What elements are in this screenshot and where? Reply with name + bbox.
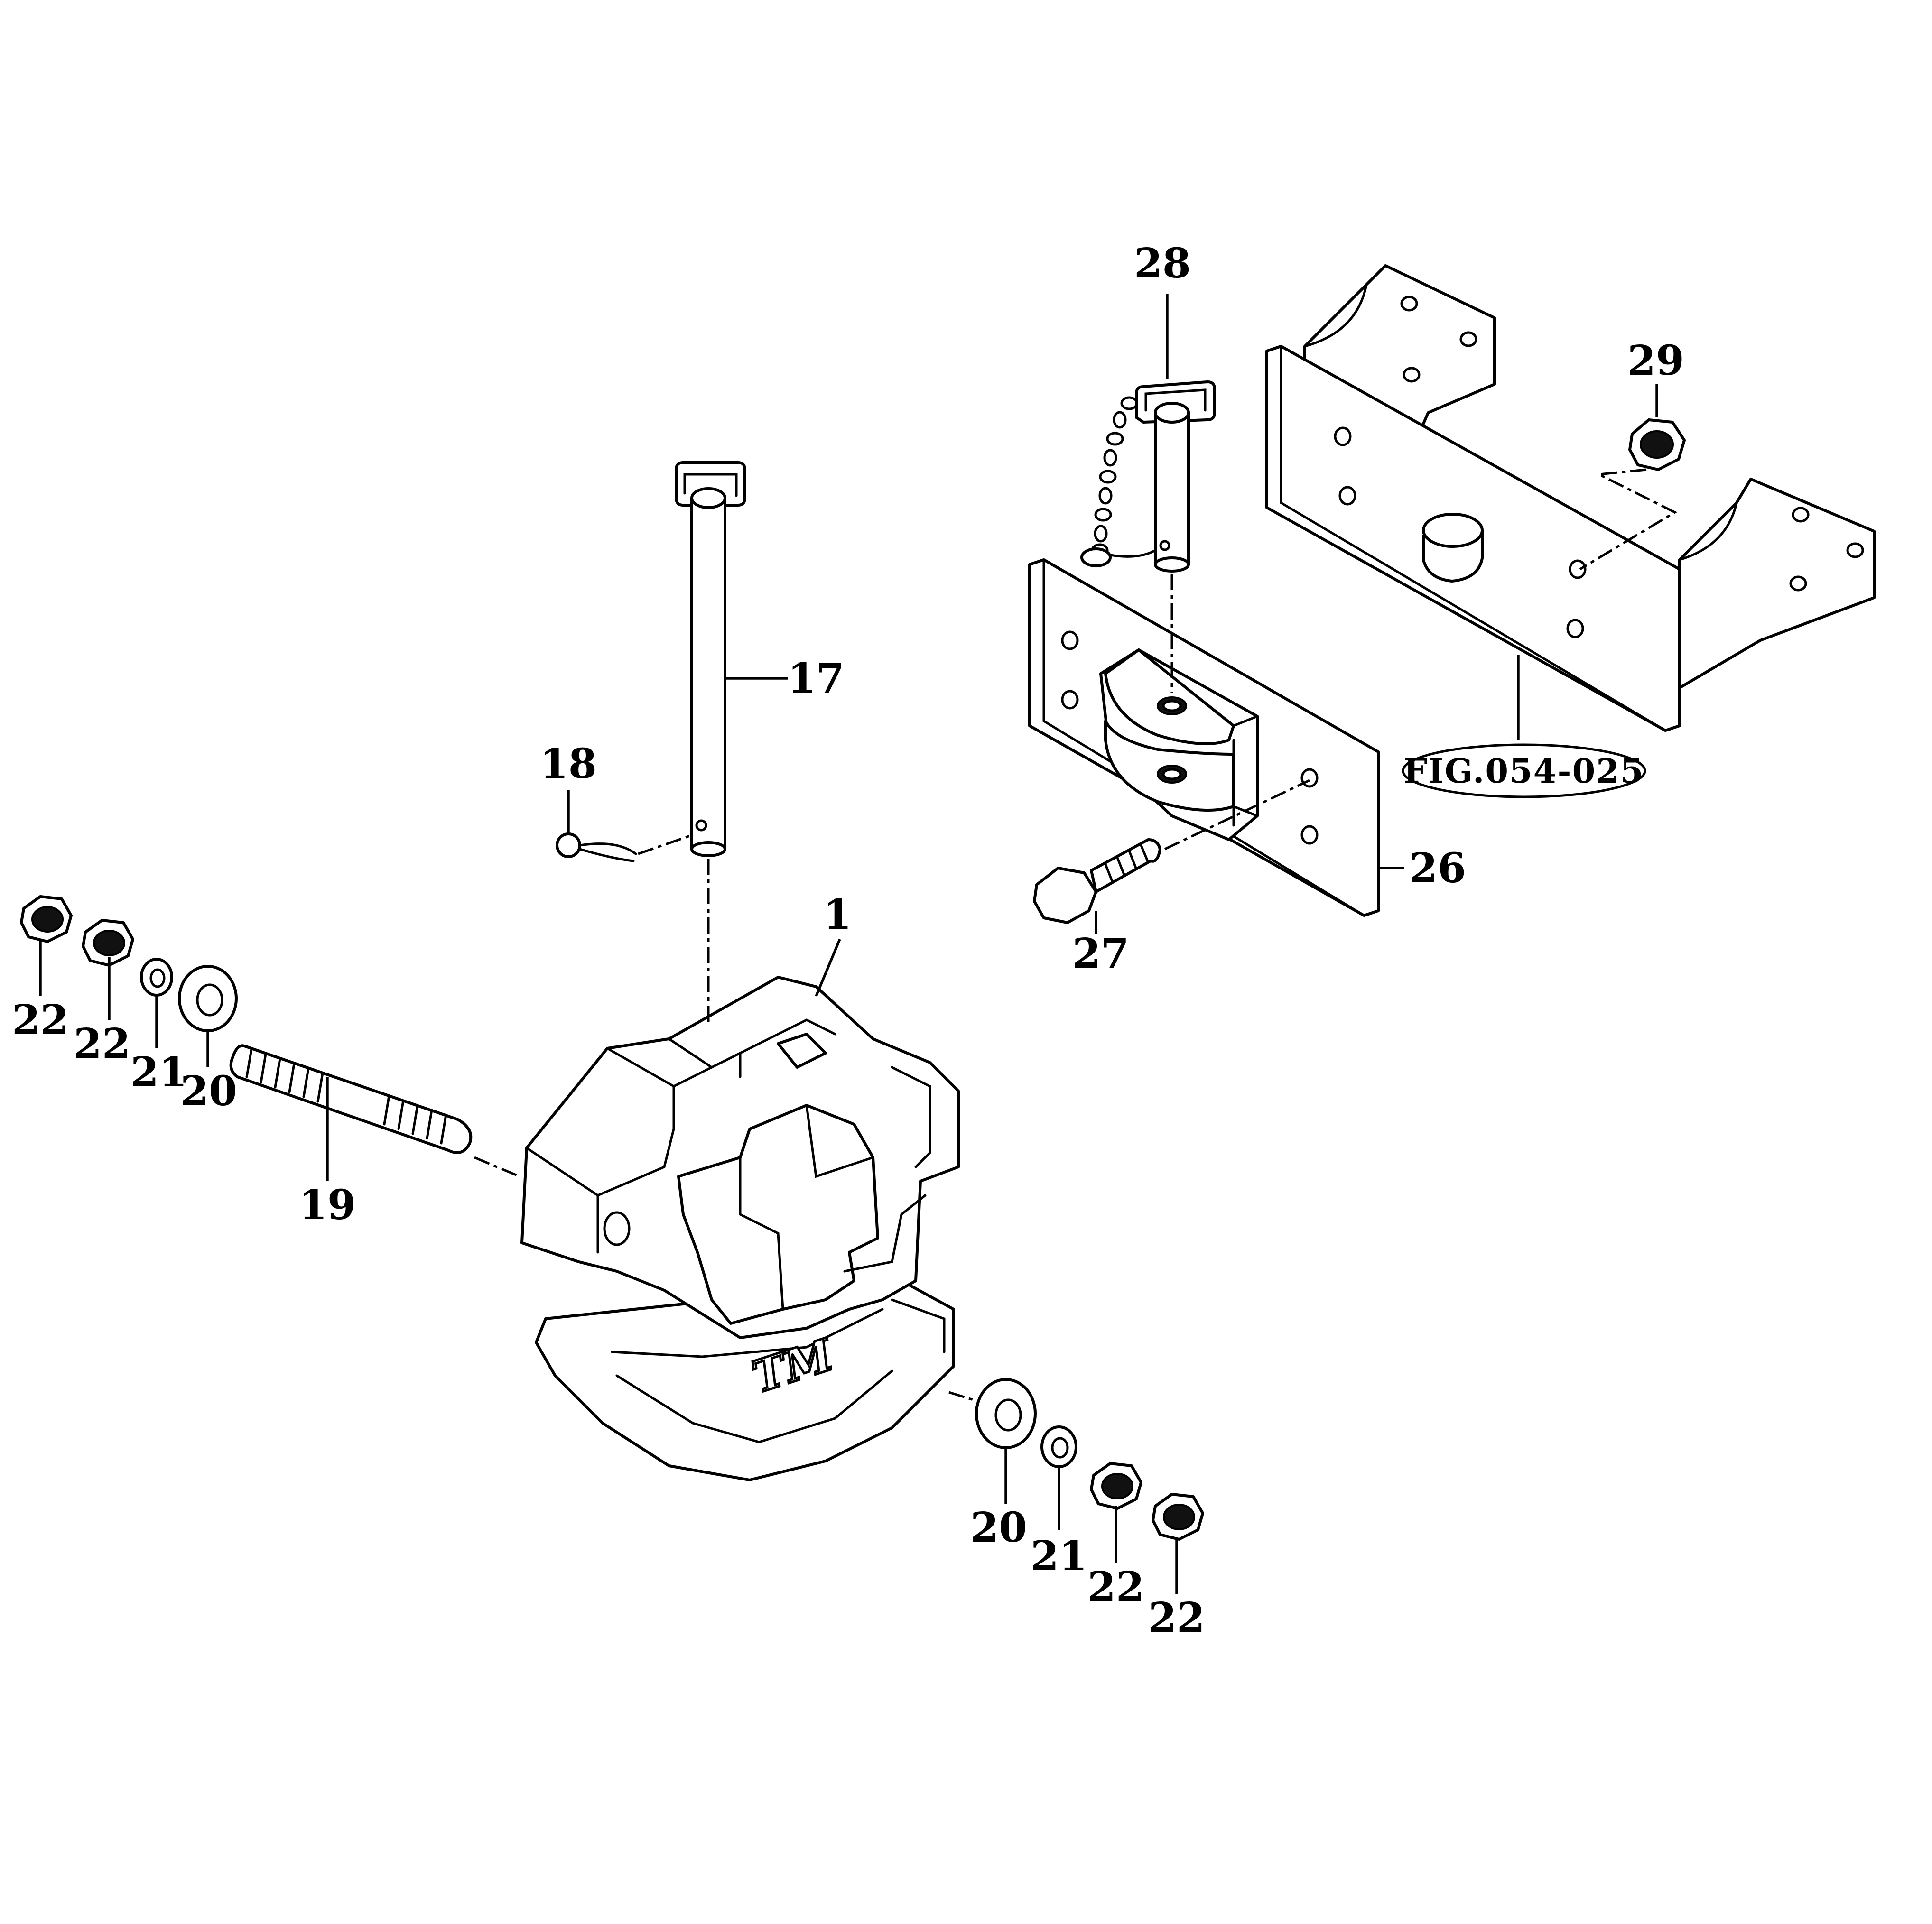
tow-frame-assembly (1265, 264, 1876, 740)
callout-18: 18 (540, 740, 597, 788)
callout-27: 27 (1072, 930, 1129, 978)
left-nut-b (82, 919, 134, 967)
left-nut-a (20, 895, 73, 943)
left-lock-washer (140, 958, 173, 997)
callout-20-left: 20 (180, 1067, 237, 1115)
right-nut-b (1152, 1493, 1204, 1541)
callout-21-right: 21 (1031, 1532, 1087, 1580)
callout-22-right-b: 22 (1148, 1594, 1205, 1642)
frame-nut (1579, 418, 1686, 571)
callout-22-right-a: 22 (1087, 1563, 1144, 1611)
right-nut-a (1090, 1462, 1142, 1510)
lynch-pin-with-chain (1080, 380, 1216, 693)
figure-reference-text: FIG.054-025 (1403, 751, 1644, 791)
callout-26: 26 (1409, 844, 1466, 892)
callout-29: 29 (1627, 337, 1684, 385)
callout-22-left-b: 22 (74, 1020, 130, 1068)
coupling-pin (675, 461, 746, 1025)
callout-17: 17 (788, 655, 845, 703)
right-flat-washer (975, 1378, 1037, 1449)
callout-20-right: 20 (970, 1504, 1027, 1552)
callout-labels: 1 17 18 19 20 21 22 22 20 21 22 22 26 27… (12, 240, 1684, 1642)
right-lock-washer (1040, 1425, 1077, 1468)
mounting-plate (1028, 558, 1380, 917)
hex-bolt (1033, 779, 1310, 924)
figure-reference-badge: FIG.054-025 (1402, 743, 1646, 798)
threaded-stud (229, 1044, 520, 1178)
callout-21-left: 21 (130, 1048, 187, 1096)
callout-1: 1 (823, 891, 852, 939)
hitch-hook-body: TM (520, 976, 960, 1481)
leader-lines (39, 294, 1658, 1594)
callout-22-left-a: 22 (12, 996, 69, 1044)
r-clip (556, 832, 693, 862)
retaining-chain (1080, 396, 1157, 567)
callout-28: 28 (1134, 240, 1191, 287)
callout-19: 19 (299, 1181, 356, 1229)
left-flat-washer (178, 965, 238, 1032)
